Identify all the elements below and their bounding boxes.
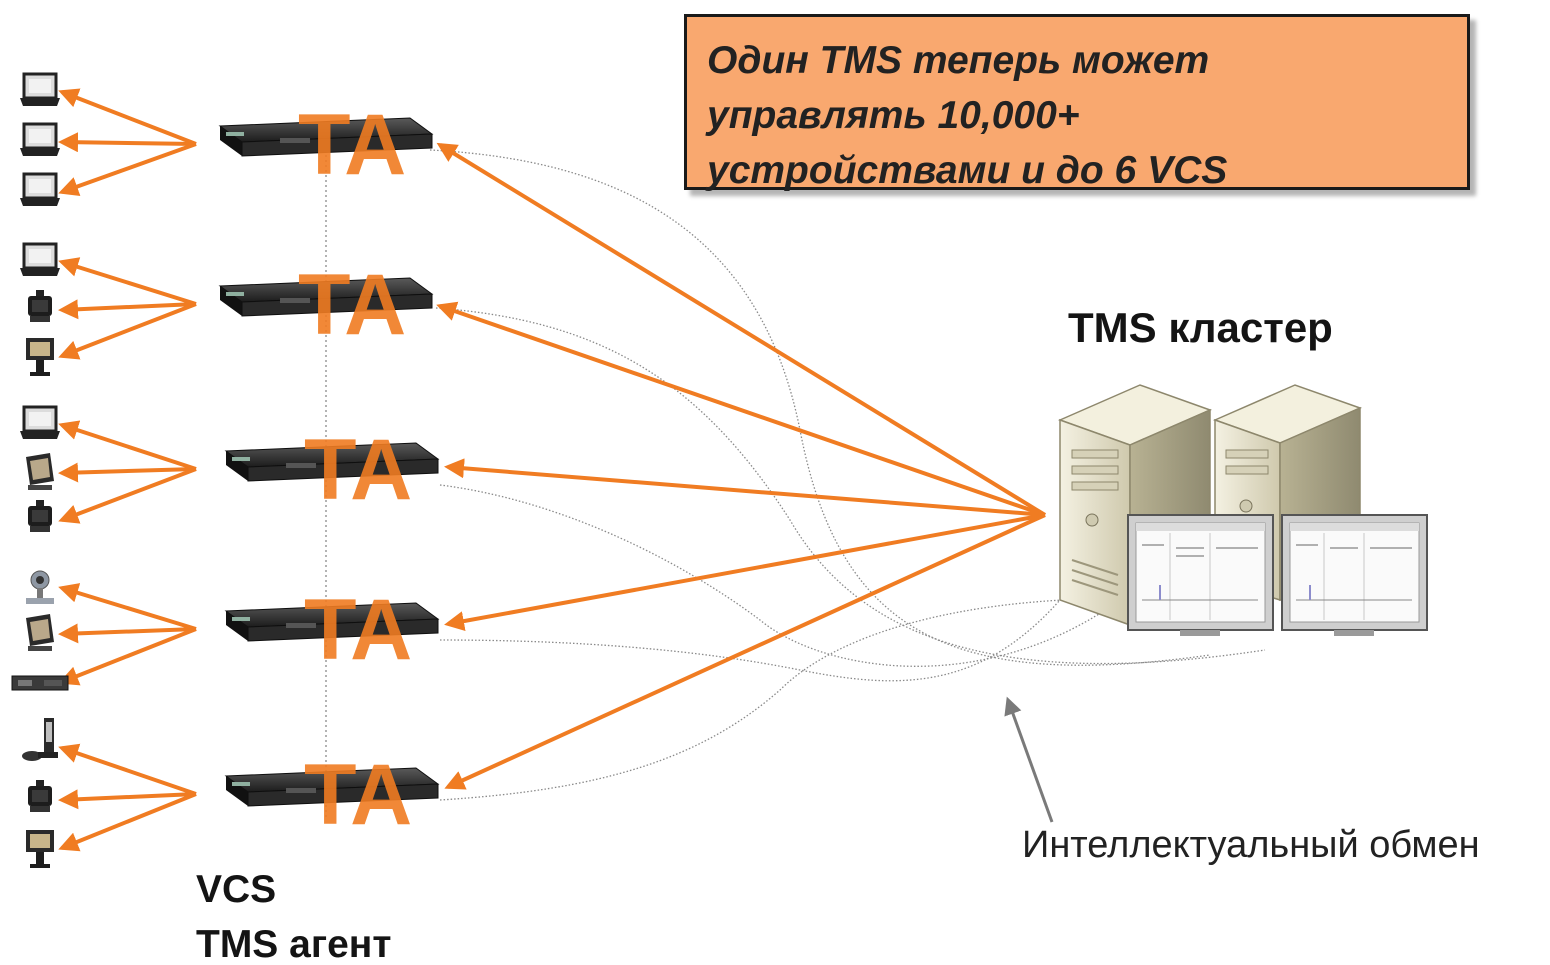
exchange-pointer-arrow xyxy=(1004,696,1054,823)
laptop-icon xyxy=(20,122,60,156)
laptop-icon xyxy=(20,405,60,439)
endpoint-arrow xyxy=(58,789,197,810)
endpoint-arrow xyxy=(58,142,197,197)
endpoint-arrow xyxy=(58,88,197,146)
ta-badge: TA xyxy=(304,582,412,678)
vcs-group: TA xyxy=(20,72,434,206)
endpoint-arrow xyxy=(58,623,197,644)
vcs-group: TA xyxy=(11,570,440,691)
exchange-curve-5 xyxy=(439,597,1181,801)
endpoint-arrow xyxy=(58,743,197,796)
desk-video-unit-icon xyxy=(28,290,52,322)
vcs-group: TA xyxy=(22,718,440,868)
callout-line-2: управлять 10,000+ xyxy=(707,94,1080,137)
laptop-icon xyxy=(20,72,60,106)
vcs-group: TA xyxy=(20,405,440,532)
room-video-system-icon xyxy=(26,338,54,376)
ip-phone-icon xyxy=(22,718,58,761)
cluster-arrow-vcs-5 xyxy=(444,513,1046,790)
cluster-title: TMS кластер xyxy=(1068,304,1333,351)
endpoint-arrow xyxy=(58,627,197,686)
cluster-arrow-vcs-3 xyxy=(444,458,1046,517)
rack-codec-icon xyxy=(11,675,69,691)
vcs-appliance xyxy=(224,602,440,642)
callout-line-3: устройствами и до 6 VCS xyxy=(707,149,1228,192)
vcs-appliance xyxy=(224,442,440,482)
endpoint-arrow xyxy=(58,257,197,306)
desk-video-unit-icon xyxy=(28,500,52,532)
ta-badge: TA xyxy=(304,422,412,518)
endpoint-arrow xyxy=(58,583,197,631)
cluster-arrow-vcs-4 xyxy=(444,513,1046,631)
endpoint-arrow xyxy=(58,299,197,320)
endpoint-arrow xyxy=(58,302,197,360)
vcs-label: VCS xyxy=(196,868,277,911)
ta-badge: TA xyxy=(304,747,412,843)
vcs-group: TA xyxy=(20,242,434,376)
exchange-label: Интеллектуальный обмен xyxy=(1022,824,1480,866)
laptop-icon xyxy=(20,242,60,276)
cluster-arrow-vcs-1 xyxy=(436,142,1047,517)
vcs-groups: TA TA TA TA TA xyxy=(11,72,440,868)
endpoint-arrow xyxy=(58,467,197,524)
tms-cluster xyxy=(1057,384,1428,636)
desk-video-unit-icon xyxy=(28,780,52,812)
endpoint-arrow xyxy=(58,792,197,852)
tablet-video-unit-icon xyxy=(26,453,54,490)
callout-line-1: Один TMS теперь может xyxy=(707,39,1210,82)
ta-badge: TA xyxy=(298,97,406,193)
ta-badge: TA xyxy=(298,257,406,353)
monitor-icon xyxy=(1127,514,1274,636)
exchange-curve-4 xyxy=(439,599,1061,682)
room-video-system-icon xyxy=(26,830,54,868)
laptop-icon xyxy=(20,172,60,206)
cluster-arrow-vcs-2 xyxy=(436,301,1046,517)
exchange-curve-2 xyxy=(435,307,1266,665)
vcs-appliance xyxy=(224,767,440,807)
tablet-video-unit-icon xyxy=(26,614,54,651)
callout-box: Один TMS теперь может управлять 10,000+ … xyxy=(684,14,1470,192)
tms-agent-label: TMS агент xyxy=(196,923,392,965)
cluster-arrows xyxy=(436,142,1047,790)
vcs-appliance xyxy=(218,277,434,317)
endpoint-arrow xyxy=(58,132,197,153)
camera-icon xyxy=(26,570,54,604)
monitor-icon xyxy=(1281,514,1428,636)
endpoint-arrow xyxy=(58,462,197,483)
exchange-curve-3 xyxy=(439,484,1121,667)
vcs-appliance xyxy=(218,117,434,157)
endpoint-arrow xyxy=(58,420,197,471)
